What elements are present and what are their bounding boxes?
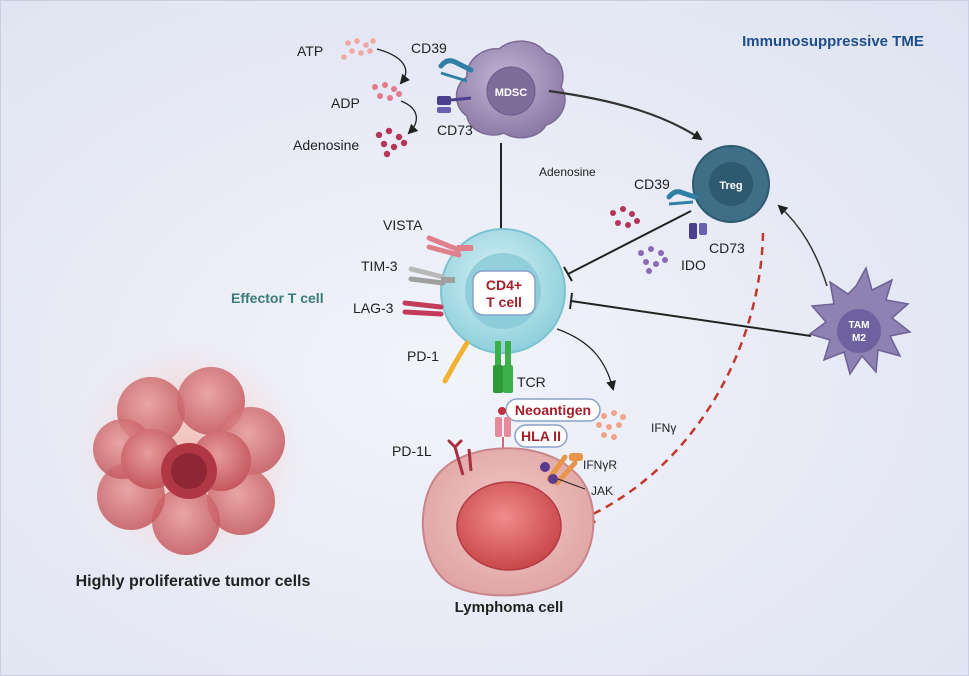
cd4-label-line1: CD4+: [486, 277, 522, 293]
cd4-label-line2: T cell: [486, 294, 522, 310]
treg-cell: Treg: [692, 145, 770, 223]
neoantigen-label: Neoantigen: [515, 402, 591, 418]
jak-label: JAK: [591, 484, 613, 498]
lymphoma-cell: [421, 447, 595, 597]
pd1-label: PD-1: [407, 348, 439, 364]
ifng-molecules: [596, 410, 626, 440]
ifng-label: IFNγ: [651, 421, 676, 435]
tumor-cells-label: Highly proliferative tumor cells: [76, 573, 311, 590]
tam-to-treg-arrow: [777, 204, 828, 287]
title-label: Immunosuppressive TME: [742, 33, 924, 50]
tam-inhibit-tcell: [569, 292, 812, 337]
ido-label: IDO: [681, 257, 706, 273]
ido-molecules: [638, 246, 668, 274]
hla-ii-badge: HLA II: [514, 424, 568, 448]
vista-label: VISTA: [383, 217, 423, 233]
treg-label: Treg: [719, 180, 742, 192]
neoantigen-dot: [498, 407, 506, 415]
cd73-top-label: CD73: [437, 122, 473, 138]
adenosine-mid-label: Adenosine: [539, 165, 596, 179]
neoantigen-badge: Neoantigen: [505, 398, 601, 422]
atp-label: ATP: [297, 43, 323, 59]
adp-molecules: [372, 82, 402, 101]
atp-molecules: [341, 38, 376, 60]
treg-inhibit-lymphoma-dashed: [583, 232, 765, 524]
treg-adenosine-molecules: [610, 206, 640, 228]
lag3-label: LAG-3: [353, 300, 394, 316]
mdsc-label: MDSC: [495, 87, 527, 99]
cd39-receptor-treg: [666, 189, 698, 206]
effector-t-cell-label: Effector T cell: [231, 290, 324, 306]
cd39-top-label: CD39: [411, 40, 447, 56]
treg-inhibit-tcell: [563, 210, 692, 282]
cd73-receptor-mdsc: [437, 96, 472, 113]
tcell-to-ifng-arrow: [556, 328, 616, 391]
cd39-receptor-mdsc: [438, 58, 474, 83]
tim3-label: TIM-3: [361, 258, 398, 274]
cd73-receptor-treg: [689, 223, 707, 239]
jak-kinase: [540, 462, 586, 490]
pd1l-ligand: [447, 439, 473, 476]
adp-to-adenosine-arrow: [400, 100, 419, 135]
adp-label: ADP: [331, 95, 360, 111]
cd73-treg-label: CD73: [709, 240, 745, 256]
ifngr-label: IFNγR: [583, 458, 617, 472]
lymphoma-cell-label: Lymphoma cell: [455, 599, 564, 616]
cd4-t-cell: CD4+ T cell: [440, 228, 566, 354]
mdsc-to-treg-arrow: [548, 89, 703, 141]
pd1l-label: PD-1L: [392, 443, 432, 459]
tam-m2-cell: TAM M2: [808, 266, 912, 376]
tcr-label: TCR: [517, 374, 546, 390]
hla-ii-label: HLA II: [521, 428, 561, 444]
vista-receptor: [426, 235, 473, 258]
tumor-cluster: [57, 323, 321, 587]
tam-label-line2: M2: [852, 333, 866, 344]
adenosine-molecules: [375, 127, 408, 158]
mdsc-inhibit-tcell: [493, 143, 509, 232]
tim3-receptor: [408, 266, 455, 286]
adenosine-label: Adenosine: [293, 137, 359, 153]
tcr-receptor: [493, 341, 513, 393]
cd39-treg-label: CD39: [634, 176, 670, 192]
mdsc-cell: MDSC: [455, 40, 566, 139]
atp-to-adp-arrow: [376, 48, 410, 85]
pd1-receptor: [442, 340, 470, 384]
lag3-receptor: [402, 300, 444, 317]
tam-label-line1: TAM: [849, 320, 870, 331]
